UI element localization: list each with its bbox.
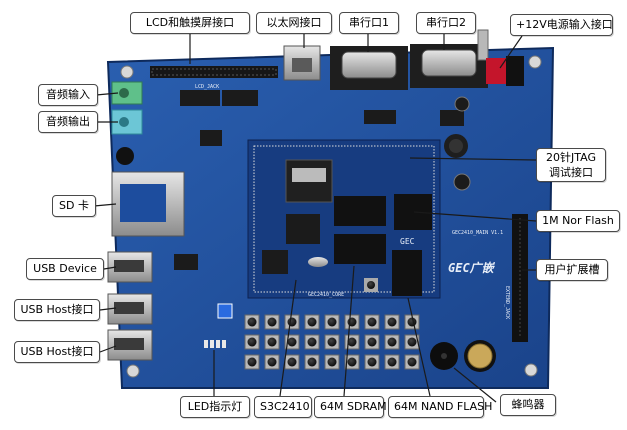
push-button-cap xyxy=(307,337,317,347)
lcd-silkscreen: LCD_JACK xyxy=(195,84,219,90)
sdram-chip xyxy=(334,234,386,264)
nand-flash-chip xyxy=(392,250,422,296)
led-indicator xyxy=(216,340,220,348)
leader-arrows xyxy=(93,32,537,403)
mounting-hole xyxy=(126,364,140,378)
label-usb-host-2: USB Host接口 xyxy=(14,341,100,363)
ic-chip xyxy=(440,110,464,126)
label-nand-flash: 64M NAND FLASH xyxy=(388,396,492,418)
crystal xyxy=(308,257,328,267)
dip-switch xyxy=(217,303,233,319)
push-button-cap xyxy=(387,337,397,347)
mounting-hole xyxy=(528,55,542,69)
mounting-hole xyxy=(524,363,538,377)
push-button-cap xyxy=(407,337,417,347)
push-button-cap xyxy=(307,317,317,327)
push-button-cap xyxy=(267,317,277,327)
ic-chip xyxy=(262,250,288,274)
gec-logo-silkscreen: GEC广嵌 xyxy=(448,261,496,275)
push-button-cap xyxy=(247,317,257,327)
push-button-cap xyxy=(327,337,337,347)
label-sd-card: SD 卡 xyxy=(52,195,96,217)
push-button-cap xyxy=(387,357,397,367)
ethernet-jack xyxy=(283,45,321,81)
label-ethernet-interface: 以太网接口 xyxy=(256,12,332,34)
label-jtag-interface: 20针JTAG 调试接口 xyxy=(536,148,606,182)
mounting-hole xyxy=(120,65,134,79)
push-button-cap xyxy=(407,357,417,367)
push-button-cap xyxy=(287,357,297,367)
push-button-cap xyxy=(367,357,377,367)
ic-chip xyxy=(286,214,320,244)
push-button-cap xyxy=(247,337,257,347)
label-serial-port-2: 串行口2 xyxy=(416,12,476,34)
core-silkscreen: GEC2410_CORE xyxy=(308,292,344,298)
ic-chip xyxy=(180,90,220,106)
push-button-cap xyxy=(247,357,257,367)
sdram-chip xyxy=(334,196,386,226)
push-button-cap xyxy=(407,317,417,327)
main-board-silkscreen: GEC2410_MAIN V1.1 xyxy=(452,230,503,236)
label-buzzer: 蜂鸣器 xyxy=(500,394,556,416)
push-button-cap xyxy=(267,337,277,347)
push-button-cap xyxy=(287,337,297,347)
lcd-header-connector xyxy=(150,66,278,78)
push-button-cap xyxy=(367,337,377,347)
capacitor xyxy=(454,96,470,112)
push-button-cap xyxy=(367,317,377,327)
led-indicator xyxy=(210,340,214,348)
label-audio-in: 音频输入 xyxy=(38,84,98,106)
push-button-cap xyxy=(307,357,317,367)
label-usb-device: USB Device xyxy=(26,258,104,280)
push-button-cap xyxy=(327,357,337,367)
ic-chip xyxy=(174,254,198,270)
nor-flash-chip xyxy=(394,194,432,230)
label-serial-port-1: 串行口1 xyxy=(339,12,399,34)
push-button-cap xyxy=(287,317,297,327)
ic-chip xyxy=(222,90,258,106)
label-s3c2410: S3C2410 xyxy=(254,396,312,418)
push-button-cap xyxy=(347,337,357,347)
gec-silkscreen: GEC xyxy=(400,237,415,246)
push-button-cap xyxy=(347,357,357,367)
extend-silkscreen: EXTEND_JACK xyxy=(504,286,510,319)
led-indicator xyxy=(222,340,226,348)
ic-chip xyxy=(200,130,222,146)
push-button-cap xyxy=(267,357,277,367)
label-sdram: 64M SDRAM xyxy=(314,396,387,418)
push-button-cap xyxy=(387,317,397,327)
led-indicator xyxy=(204,340,208,348)
label-audio-out: 音频输出 xyxy=(38,111,98,133)
push-button-cap xyxy=(327,317,337,327)
label-led-indicator: LED指示灯 xyxy=(180,396,250,418)
label-user-expansion-slot: 用户扩展槽 xyxy=(536,259,608,281)
label-usb-host-1: USB Host接口 xyxy=(14,299,100,321)
buzzer-small xyxy=(116,147,134,165)
button-matrix xyxy=(244,314,420,370)
ic-chip xyxy=(364,110,396,124)
capacitor xyxy=(453,173,471,191)
power-switch xyxy=(477,29,489,61)
label-power-input: +12V电源输入接口 xyxy=(510,14,613,36)
label-nor-flash: 1M Nor Flash xyxy=(536,210,620,232)
label-lcd-touch-interface: LCD和触摸屏接口 xyxy=(130,12,250,34)
